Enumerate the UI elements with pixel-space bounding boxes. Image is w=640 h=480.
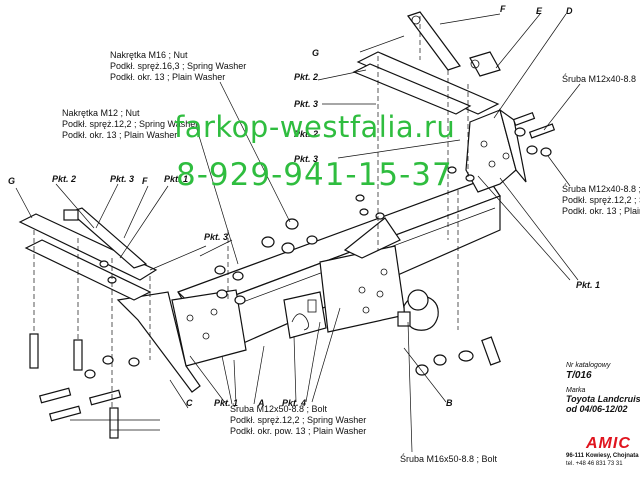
pkt3-label-left: Pkt. 3 (204, 232, 228, 242)
part-G-label-left: G (8, 176, 15, 186)
part-B-label: B (446, 398, 453, 408)
bolt-m12x50-line2: Podkł. spręż.12,2 ; Spring Washer (230, 415, 366, 425)
pkt1-label-left-top: Pkt. 1 (164, 174, 188, 184)
nut-m16-label-line2: Podkł. spręż.16,3 ; Spring Washer (110, 61, 246, 71)
bolt-m16x50-label: Śruba M16x50-8.8 ; Bolt (400, 453, 498, 464)
nut-m16-label-line3: Podkł. okr. 13 ; Plain Washer (110, 72, 225, 82)
nut-m12-label-line1: Nakrętka M12 ; Nut (62, 108, 140, 118)
pkt1-label-bottom: Pkt. 1 (214, 398, 238, 408)
pkt3-label-left-top: Pkt. 3 (110, 174, 134, 184)
company-address-line: 96-111 Kowiesy, Chojnata (566, 453, 639, 459)
callout-leader-lines (15, 13, 581, 453)
bolt-m12x40-top-label: Śruba M12x40-8.8 (562, 73, 636, 84)
pkt1-label-right: Pkt. 1 (576, 280, 600, 290)
part-F-label-top: F (500, 4, 506, 14)
nut-m12-label-line3: Podkł. okr. 13 ; Plain Washer (62, 130, 177, 140)
washer-stack (99, 127, 552, 305)
part-A-label: A (257, 398, 265, 408)
bolt-m12x40-right-line3: Podkł. okr. 13 ; Plain (562, 206, 640, 216)
bolts-lower-right (415, 111, 556, 376)
vehicle-model: Toyota Landcruiser (566, 394, 640, 404)
pkt3-label-mid: Pkt. 3 (294, 154, 318, 164)
electrical-socket-plate (283, 291, 327, 339)
part-E-label: E (536, 6, 543, 16)
catalog-number: T/016 (566, 370, 592, 381)
pkt3-label-top: Pkt. 3 (294, 99, 318, 109)
pkt4-label-bottom: Pkt. 4 (282, 398, 306, 408)
nut-m16-label-line1: Nakrętka M16 ; Nut (110, 50, 188, 60)
company-phone-line: tel. +48 46 831 73 31 (566, 461, 623, 467)
top-left-mounting-plates (18, 207, 158, 301)
pkt2-label-top: Pkt. 2 (294, 72, 318, 82)
watermark-site: farkop-westfalia.ru (174, 110, 456, 144)
catalog-number-caption: Nr katalogowy (566, 362, 611, 369)
pkt2-label-left: Pkt. 2 (52, 174, 76, 184)
part-C-label: C (186, 398, 193, 408)
bolt-m12x50-line3: Podkł. okr. pow. 13 ; Plain Washer (230, 426, 366, 436)
production-date: od 04/06-12/02 (566, 404, 628, 414)
company-logo: AMIC (586, 435, 631, 452)
catalog-info-block: Nr katalogowy T/016 Marka Toyota Landcru… (566, 362, 640, 414)
left-side-bracket (116, 289, 247, 393)
bolt-m12x40-right-line2: Podkł. spręż.12,2 ; S (562, 195, 640, 205)
brand-caption: Marka (566, 387, 586, 394)
company-address: 96-111 Kowiesy, Chojnata tel. +48 46 831… (566, 452, 639, 468)
part-F-label-left: F (142, 176, 148, 186)
top-right-mounting-plates (352, 11, 501, 115)
nut-m12-label-line2: Podkł. spręż.12,2 ; Spring Washer (62, 119, 198, 129)
parts-labels: Nakrętka M16 ; Nut Podkł. spręż.16,3 ; S… (8, 4, 640, 464)
bolts-lower-left (29, 333, 140, 439)
assembly-center-lines (33, 16, 469, 408)
watermark-phone: 8-929-941-15-37 (176, 157, 453, 193)
right-side-bracket (465, 108, 527, 193)
pkt2-label-mid: Pkt. 2 (294, 129, 318, 139)
bolt-m12x50-line1: Śruba M12x50-8.8 ; Bolt (230, 403, 328, 414)
part-G-label-top: G (312, 48, 319, 58)
bolt-m12x40-right-line1: Śruba M12x40-8.8 ; (562, 183, 640, 194)
part-D-label: D (566, 6, 573, 16)
tow-ball (397, 289, 439, 331)
ball-mount-plate (319, 217, 406, 333)
